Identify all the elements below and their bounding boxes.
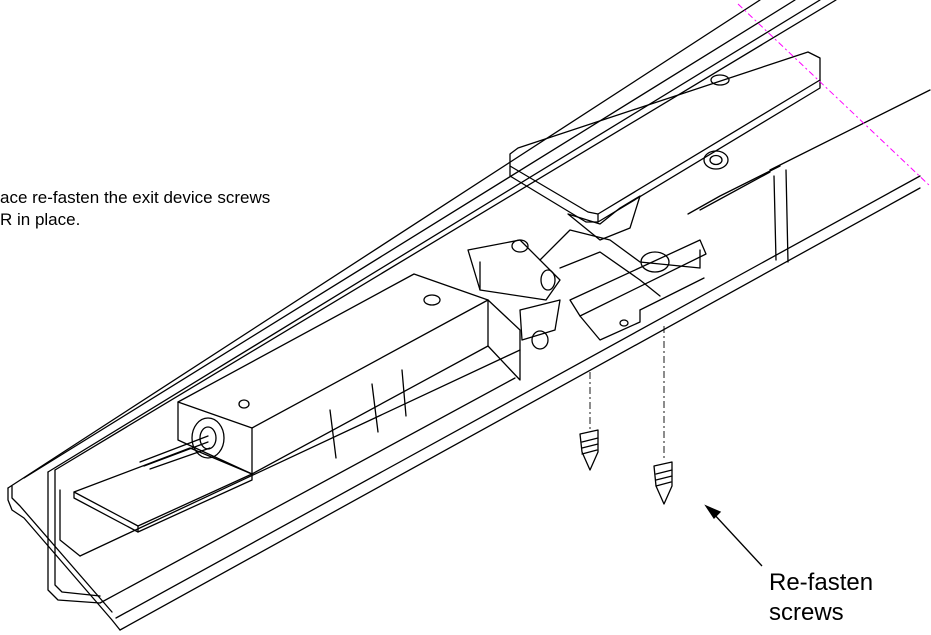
screw-right (653, 461, 673, 505)
callout-arrow (704, 504, 763, 567)
screw-left (579, 429, 599, 471)
mounting-plate (73, 447, 253, 533)
channel-rail (7, 0, 921, 631)
instruction-line-1: ace re-fasten the exit device screws (0, 188, 271, 207)
instruction-line-2: R in place. (0, 210, 81, 229)
instruction-text: ace re-fasten the exit device screws R i… (0, 187, 270, 231)
screw-center-lines (589, 326, 665, 460)
upper-housing (687, 74, 931, 263)
latch-bolt-block (509, 51, 821, 223)
callout-line-1: Re-fasten (769, 569, 874, 596)
linkage-mechanism (467, 195, 707, 350)
callout-label: Re-fasten screws (769, 568, 873, 628)
cut-line (737, 3, 931, 187)
callout-line-2: screws (769, 599, 844, 626)
